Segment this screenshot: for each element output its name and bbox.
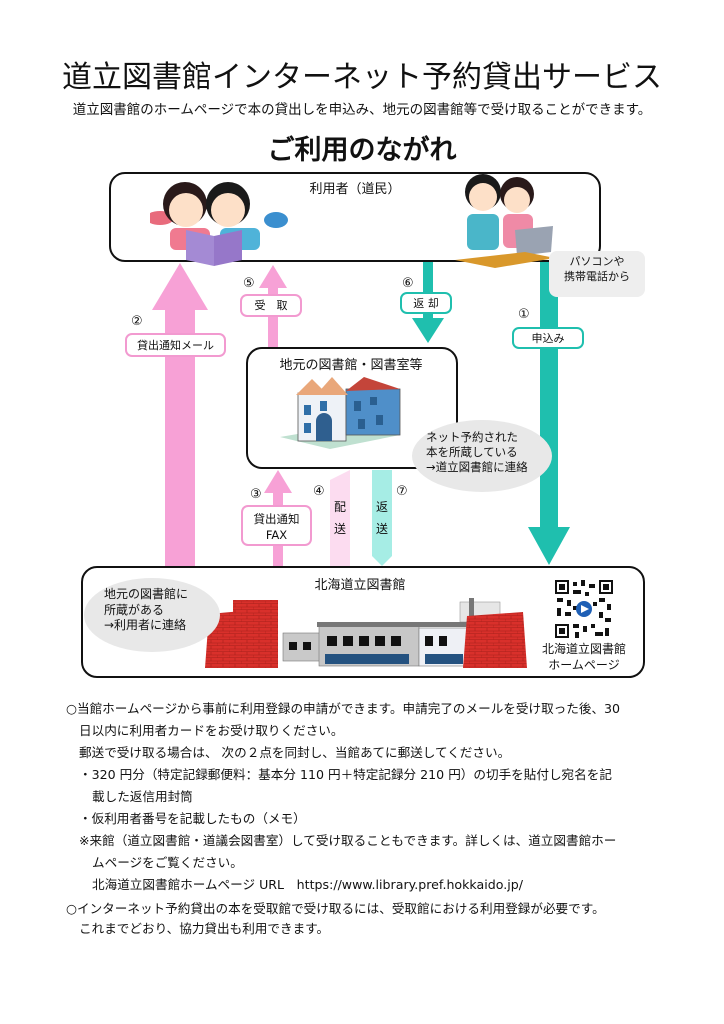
arrow-4-delivery [330, 470, 350, 568]
pc-users-illustration [455, 174, 555, 268]
arrow-2-mail [152, 263, 208, 568]
main-library-box [81, 566, 645, 678]
arrow-7-send-back [372, 470, 392, 566]
qr-label-line2: ホームページ [548, 658, 620, 672]
note-mail-item-2: ・仮利用者番号を記載したもの（メモ） [79, 811, 306, 826]
note-visit-cont: ムページをご覧ください。 [92, 855, 243, 870]
arrow-1-apply [528, 262, 570, 565]
step-4-label-line2: 送 [333, 522, 346, 536]
pc-bubble-line1: パソコンや [569, 255, 625, 268]
step-2-tag: 貸出通知メール [125, 333, 226, 357]
note-mail-item-1: ・320 円分（特定記録郵便料：基本分 110 円＋特定記録分 210 円）の切… [79, 767, 612, 782]
note-cooperative-lending: これまでどおり、協力貸出も利用できます。 [79, 921, 330, 936]
step-3-label-line2: FAX [265, 528, 288, 542]
section-title: ご利用のながれ [267, 135, 457, 166]
user-box-label: 利用者（道民） [309, 182, 401, 197]
local-bubble-line3: →道立図書館に連絡 [426, 459, 528, 474]
step-7-label: 返 送 [374, 496, 390, 540]
qr-label: 北海道立図書館 ホームページ [538, 641, 630, 673]
step-4-label-line1: 配 [333, 500, 346, 514]
pc-bubble-line2: 携帯電話から [564, 269, 630, 283]
main-library-label: 北海道立図書館 [314, 578, 406, 593]
main-bubble-line3: →利用者に連絡 [104, 618, 187, 633]
step-1-number: ① [518, 307, 530, 322]
qr-code[interactable] [555, 580, 613, 638]
main-library-illustration [205, 598, 527, 668]
main-library-bubble: 地元の図書館に 所蔵がある →利用者に連絡 [84, 578, 220, 652]
notes-section: ○当館ホームページから事前に利用登録の申請ができます。申請完了のメールを受け取っ… [66, 698, 666, 938]
main-bubble-line2: 所蔵がある [104, 602, 165, 617]
page-subtitle: 道立図書館のホームページで本の貸出しを申込み、地元の図書館等で受け取ることができ… [72, 102, 652, 118]
step-3-tag: 貸出通知 FAX [241, 505, 312, 546]
note-visit: ※来館（道立図書館・道議会図書室）して受け取ることもできます。詳しくは、道立図書… [79, 833, 617, 848]
page-title: 道立図書館インターネット予約貸出サービス [62, 60, 662, 95]
step-6-tag: 返 却 [400, 292, 452, 314]
step-4-label: 配 送 [332, 496, 348, 540]
step-6-number: ⑥ [402, 276, 414, 291]
note-pickup-registration: ○インターネット予約貸出の本を受取館で受け取るには、受取館における利用登録が必要… [66, 901, 605, 916]
note-mail-intro: 郵送で受け取る場合は、 次の２点を同封し、当館あてに郵送してください。 [79, 745, 511, 760]
local-library-bubble: ネット予約された 本を所蔵している →道立図書館に連絡 [412, 420, 552, 492]
step-7-number: ⑦ [396, 484, 408, 499]
step-1-tag: 申込み [512, 327, 584, 349]
step-7-label-line2: 送 [375, 522, 388, 536]
homepage-url-link[interactable]: 北海道立図書館ホームページ URL https://www.library.pr… [92, 877, 523, 892]
pc-phone-bubble: パソコンや 携帯電話から [549, 251, 645, 297]
step-3-number: ③ [250, 487, 262, 502]
step-4-number: ④ [313, 484, 325, 499]
user-box [109, 172, 601, 262]
main-bubble-line1: 地元の図書館に [104, 587, 189, 601]
qr-label-line1: 北海道立図書館 [541, 642, 626, 656]
step-5-number: ⑤ [243, 276, 255, 291]
local-library-label: 地元の図書館・図書室等 [279, 358, 423, 373]
local-bubble-line2: 本を所蔵している [426, 444, 518, 459]
note-mail-item-1-cont: 載した返信用封筒 [92, 789, 193, 804]
local-bubble-line1: ネット予約された [426, 430, 518, 444]
note-registration: ○当館ホームページから事前に利用登録の申請ができます。申請完了のメールを受け取っ… [66, 701, 621, 716]
note-registration-cont: 日以内に利用者カードをお受け取りください。 [79, 723, 344, 738]
step-3-label-line1: 貸出通知 [253, 512, 300, 526]
local-library-box [246, 347, 458, 469]
step-7-label-line1: 返 [375, 500, 388, 514]
kids-reading-illustration [150, 182, 288, 266]
local-library-illustration [280, 377, 401, 449]
step-5-tag: 受 取 [240, 294, 302, 317]
step-2-number: ② [131, 314, 143, 329]
